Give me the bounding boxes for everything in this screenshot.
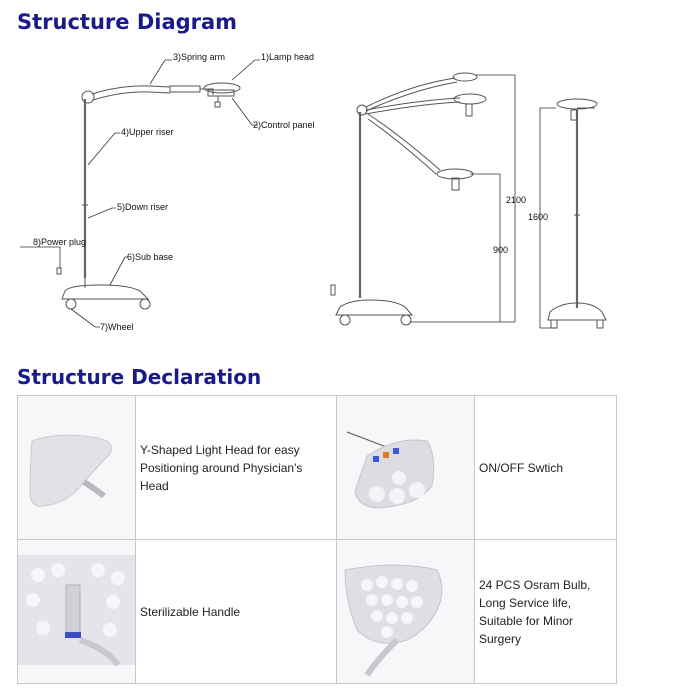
structure-diagram-heading: Structure Diagram [17,10,238,34]
structure-declaration-heading: Structure Declaration [17,365,262,389]
lamp-compact-drawing [539,98,607,329]
dim-1600: 1600 [528,212,548,222]
handle-description: Sterilizable Handle [135,539,337,684]
table-row: Sterilizable Handle 24 PCS Osram Bulb, L… [17,539,617,684]
arm-joint [81,90,95,104]
bulbs-description: 24 PCS Osram Bulb, Long Service life, Su… [474,539,617,684]
dim-900: 900 [493,245,508,255]
declaration-table: Y-Shaped Light Head for easy Positioning… [17,395,617,684]
light-head-image [29,434,112,507]
handle-image [18,555,135,667]
label-lamp-head: 1)Lamp head [261,52,314,62]
switch-photo-cell [336,395,475,540]
sub-base-shape [61,284,150,300]
switch-description: ON/OFF Swtich [474,395,617,540]
lamp-labeled-drawing [20,59,260,328]
label-wheel: 7)Wheel [100,322,134,332]
switch-image [346,431,435,509]
label-upper-riser: 4)Upper riser [121,127,174,137]
lamp-head-shape [203,82,241,94]
light-head-photo-cell [17,395,136,540]
label-sub-base: 6)Sub base [127,252,173,262]
label-spring-arm: 3)Spring arm [173,52,225,62]
light-head-description: Y-Shaped Light Head for easy Positioning… [135,395,337,540]
handle-photo-cell [17,539,136,684]
structure-diagram: 3)Spring arm 1)Lamp head 2)Control panel… [20,52,607,332]
bulbs-image [344,564,443,677]
table-row: Y-Shaped Light Head for easy Positioning… [17,395,617,540]
label-down-riser: 5)Down riser [117,202,168,212]
label-power-plug: 8)Power plug [33,237,86,247]
bulbs-photo-cell [336,539,475,684]
label-control-panel: 2)Control panel [253,120,315,130]
dim-2100: 2100 [506,195,526,205]
lamp-dimensioned-drawing [330,72,516,326]
